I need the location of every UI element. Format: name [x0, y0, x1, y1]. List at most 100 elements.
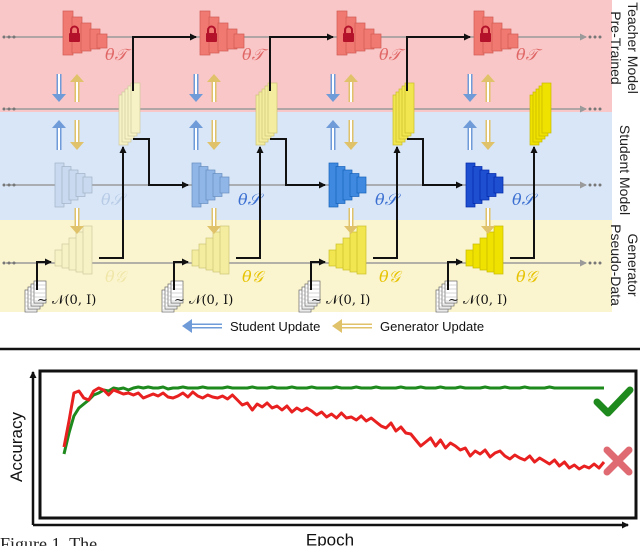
generator-update-legend-label: Generator Update [380, 319, 484, 334]
arrow-head [481, 142, 495, 150]
student-model-block [191, 162, 230, 208]
lock-icon [480, 25, 491, 42]
lane-dot [2, 183, 6, 187]
arrow-head [207, 142, 221, 150]
pyramid-layer [356, 225, 367, 275]
student-update-arrow [463, 74, 477, 102]
arrow-head [326, 94, 340, 102]
generator-update-arrow [481, 208, 495, 234]
generator-update-arrow [70, 74, 84, 102]
arrow-head [189, 120, 203, 128]
noise-distribution-label: ∼ 𝒩(0, I) [448, 293, 507, 308]
lock-body [343, 33, 354, 42]
lock-icon [343, 25, 354, 42]
generator-model-block [191, 225, 230, 275]
chart-series [62, 385, 606, 471]
series-line-degrading [62, 386, 606, 471]
generator-param-label: θ𝒢 [516, 267, 540, 286]
generator-update-arrow [481, 120, 495, 150]
student-param-label: θ𝒮 [238, 190, 265, 209]
teacher-model-block [336, 10, 382, 56]
noise-arrow [36, 258, 52, 290]
generator-output-arrow [373, 146, 401, 259]
lock-body [480, 33, 491, 42]
arrow-head [207, 226, 221, 234]
lane-dot [588, 183, 592, 187]
series-line-stable [62, 385, 604, 455]
lock-shackle [344, 25, 353, 33]
pyramid-layer [82, 176, 93, 194]
teacher-layer [507, 33, 519, 49]
arrow-head [481, 74, 495, 82]
student-update-arrow [189, 74, 203, 102]
teacher-layer [96, 33, 108, 49]
arrow-head [463, 94, 477, 102]
lane-dot [2, 35, 6, 39]
noise-input [24, 280, 47, 313]
arrow-head [52, 94, 66, 102]
generator-update-arrow [70, 208, 84, 234]
teacher-layer [80, 22, 92, 52]
lane-dot [598, 261, 602, 265]
student-update-arrow [52, 120, 66, 150]
legend: Student Update Generator Update [182, 319, 484, 334]
noise-distribution-label: ∼ 𝒩(0, I) [174, 293, 233, 308]
generator-update-arrow [207, 208, 221, 234]
student-model-block [328, 162, 367, 208]
feature-slab [130, 82, 141, 134]
lock-body [206, 33, 217, 42]
lane-dot [12, 35, 16, 39]
generator-update-arrow [70, 120, 84, 150]
teacher-layer [233, 33, 245, 49]
arrow-head [463, 120, 477, 128]
teacher-band [0, 0, 612, 112]
noise-input [161, 280, 184, 313]
check-icon [593, 386, 634, 417]
arrow-head [344, 74, 358, 82]
noise-distribution-label: ∼ 𝒩(0, I) [37, 293, 96, 308]
lane-dot [588, 35, 592, 39]
lane-dot [593, 183, 597, 187]
generator-update-arrow [344, 120, 358, 150]
generator-model-block [465, 225, 504, 275]
figure-caption: Figure 1. The … … … … … … … … [0, 534, 277, 546]
generator-update-arrow [344, 74, 358, 102]
lane-dot [2, 261, 6, 265]
pyramid-layer [219, 225, 230, 275]
feature-batch [255, 82, 278, 146]
generator-model-block [54, 225, 93, 275]
generator-update-arrow [207, 74, 221, 102]
noise-arrow [310, 258, 326, 290]
batch-to-student-arrow [270, 138, 326, 189]
teacher-model-block [199, 10, 245, 56]
student-update-arrow [189, 120, 203, 150]
batch-to-student-arrow [133, 138, 189, 189]
feature-slab [267, 82, 278, 134]
lane-dot [7, 107, 11, 111]
lane-dot [7, 261, 11, 265]
lane-dot [588, 261, 592, 265]
student-model-block [465, 162, 504, 208]
student-update-arrow [326, 74, 340, 102]
lane-dot [12, 183, 16, 187]
lane-dot [598, 35, 602, 39]
generator-model-block [328, 225, 367, 275]
arrow-head [189, 94, 203, 102]
generator-band-label-line2: Generator [625, 233, 640, 296]
lock-icon [69, 25, 80, 42]
generator-update-arrow [207, 120, 221, 150]
lane-dot [598, 107, 602, 111]
generator-output-arrow [236, 146, 264, 259]
y-axis-label: Accuracy [7, 412, 26, 482]
feature-batch [529, 82, 552, 146]
student-update-arrow [52, 74, 66, 102]
teacher-param-label: θ𝒯 [379, 45, 406, 64]
teacher-param-label: θ𝒯 [105, 45, 132, 64]
lock-icon [206, 25, 217, 42]
teacher-model-block [62, 10, 108, 56]
pyramid-layer [356, 176, 367, 194]
